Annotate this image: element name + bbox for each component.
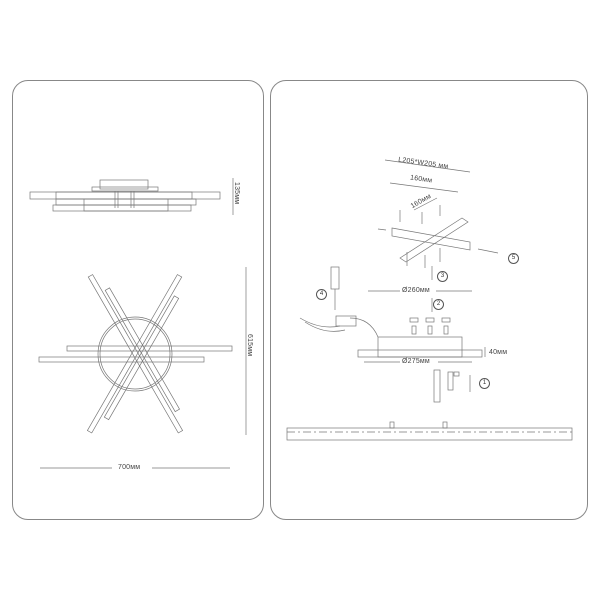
inner-diameter-label: Ø260мм xyxy=(402,287,430,294)
step-3-badge: 3 xyxy=(437,271,448,282)
step-4-badge: 4 xyxy=(316,289,327,300)
top-view-drawing xyxy=(38,267,247,469)
step-2-badge: 2 xyxy=(433,299,444,310)
wiring-drawing xyxy=(299,266,379,338)
canopy-height-label: 40мм xyxy=(489,349,508,356)
top-height-label: 615мм xyxy=(246,334,253,357)
mounting-bracket-drawing xyxy=(377,159,499,280)
step-5-badge: 5 xyxy=(508,253,519,264)
side-height-label: 135мм xyxy=(233,182,240,205)
installation-panel xyxy=(270,80,588,520)
dimensions-panel xyxy=(12,80,264,520)
top-width-label: 700мм xyxy=(118,464,141,471)
outer-diameter-label: Ø275мм xyxy=(402,358,430,365)
canopy-drawing xyxy=(357,290,486,403)
step-1-badge: 1 xyxy=(479,378,490,389)
light-bar-drawing xyxy=(286,421,573,441)
side-view-drawing xyxy=(29,178,234,215)
